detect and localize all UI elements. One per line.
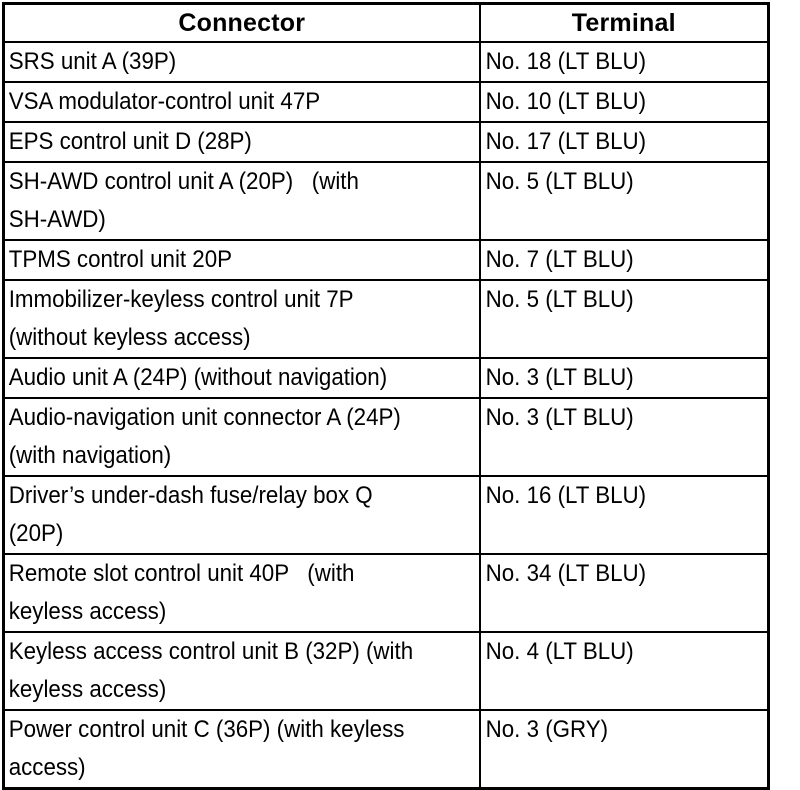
cell-connector: SRS unit A (39P) — [2, 41, 481, 83]
terminal-text: No. 17 (LT BLU) — [485, 128, 646, 155]
connector-terminal-table-container: Connector Terminal SRS unit A (39P) No. 1… — [2, 2, 770, 790]
table-row: TPMS control unit 20P No. 7 (LT BLU) — [2, 239, 770, 281]
cell-terminal: No. 4 (LT BLU) — [478, 631, 770, 711]
cell-connector: Immobilizer-keyless control unit 7P (wit… — [2, 279, 481, 359]
cell-terminal: No. 34 (LT BLU) — [478, 553, 770, 633]
connector-text: Driver’s under-dash fuse/relay box Q (20… — [8, 482, 373, 547]
table-row: SRS unit A (39P) No. 18 (LT BLU) — [2, 41, 770, 83]
connector-text: Keyless access control unit B (32P) (wit… — [8, 638, 414, 703]
cell-terminal: No. 18 (LT BLU) — [478, 41, 770, 83]
cell-connector: SH-AWD control unit A (20P) (with SH-AWD… — [2, 161, 481, 241]
connector-text: Audio-navigation unit connector A (24P) … — [8, 404, 401, 469]
cell-terminal: No. 3 (LT BLU) — [478, 397, 770, 477]
connector-text: SH-AWD control unit A (20P) (with SH-AWD… — [8, 168, 359, 233]
terminal-text: No. 7 (LT BLU) — [485, 246, 634, 273]
table-row: SH-AWD control unit A (20P) (with SH-AWD… — [2, 161, 770, 241]
connector-text: EPS control unit D (28P) — [8, 128, 252, 155]
terminal-text: No. 16 (LT BLU) — [485, 482, 646, 509]
table-row: Remote slot control unit 40P (with keyle… — [2, 553, 770, 633]
table-row: Keyless access control unit B (32P) (wit… — [2, 631, 770, 711]
connector-text: VSA modulator-control unit 47P — [8, 88, 321, 115]
column-header-connector: Connector — [2, 2, 481, 43]
table-row: Immobilizer-keyless control unit 7P (wit… — [2, 279, 770, 359]
connector-text: Power control unit C (36P) (with keyless… — [8, 716, 405, 781]
table-body: SRS unit A (39P) No. 18 (LT BLU) VSA modul… — [2, 41, 770, 790]
terminal-text: No. 5 (LT BLU) — [485, 286, 634, 313]
terminal-text: No. 34 (LT BLU) — [485, 560, 646, 587]
column-header-terminal: Terminal — [478, 2, 770, 43]
cell-connector: Power control unit C (36P) (with keyless… — [2, 709, 481, 790]
cell-connector: Audio-navigation unit connector A (24P) … — [2, 397, 481, 477]
table-row: Audio-navigation unit connector A (24P) … — [2, 397, 770, 477]
cell-terminal: No. 10 (LT BLU) — [478, 81, 770, 123]
connector-text: Immobilizer-keyless control unit 7P (wit… — [8, 286, 354, 351]
table-row: Driver’s under-dash fuse/relay box Q (20… — [2, 475, 770, 555]
table-row: EPS control unit D (28P) No. 17 (LT BLU) — [2, 121, 770, 163]
cell-terminal: No. 17 (LT BLU) — [478, 121, 770, 163]
table-row: Power control unit C (36P) (with keyless… — [2, 709, 770, 790]
cell-connector: Keyless access control unit B (32P) (wit… — [2, 631, 481, 711]
cell-connector: Remote slot control unit 40P (with keyle… — [2, 553, 481, 633]
terminal-text: No. 10 (LT BLU) — [485, 88, 646, 115]
terminal-text: No. 5 (LT BLU) — [485, 168, 634, 195]
terminal-text: No. 3 (LT BLU) — [485, 404, 634, 431]
cell-terminal: No. 7 (LT BLU) — [478, 239, 770, 281]
cell-connector: EPS control unit D (28P) — [2, 121, 481, 163]
cell-terminal: No. 3 (GRY) — [478, 709, 770, 790]
header-row: Connector Terminal — [2, 2, 770, 43]
terminal-text: No. 3 (LT BLU) — [485, 364, 634, 391]
cell-connector: TPMS control unit 20P — [2, 239, 481, 281]
terminal-text: No. 4 (LT BLU) — [485, 638, 634, 665]
table-header: Connector Terminal — [2, 2, 770, 43]
terminal-text: No. 3 (GRY) — [485, 716, 608, 743]
terminal-text: No. 18 (LT BLU) — [485, 48, 646, 75]
connector-text: Audio unit A (24P) (without navigation) — [8, 364, 388, 391]
connector-text: Remote slot control unit 40P (with keyle… — [8, 560, 355, 625]
cell-connector: Driver’s under-dash fuse/relay box Q (20… — [2, 475, 481, 555]
connector-text: SRS unit A (39P) — [8, 48, 177, 75]
table-row: VSA modulator-control unit 47P No. 10 (LT… — [2, 81, 770, 123]
cell-terminal: No. 5 (LT BLU) — [478, 279, 770, 359]
cell-connector: Audio unit A (24P) (without navigation) — [2, 357, 481, 399]
cell-terminal: No. 3 (LT BLU) — [478, 357, 770, 399]
connector-terminal-table: Connector Terminal SRS unit A (39P) No. 1… — [2, 2, 770, 790]
cell-terminal: No. 16 (LT BLU) — [478, 475, 770, 555]
table-row: Audio unit A (24P) (without navigation) N… — [2, 357, 770, 399]
cell-connector: VSA modulator-control unit 47P — [2, 81, 481, 123]
cell-terminal: No. 5 (LT BLU) — [478, 161, 770, 241]
connector-text: TPMS control unit 20P — [8, 246, 233, 273]
